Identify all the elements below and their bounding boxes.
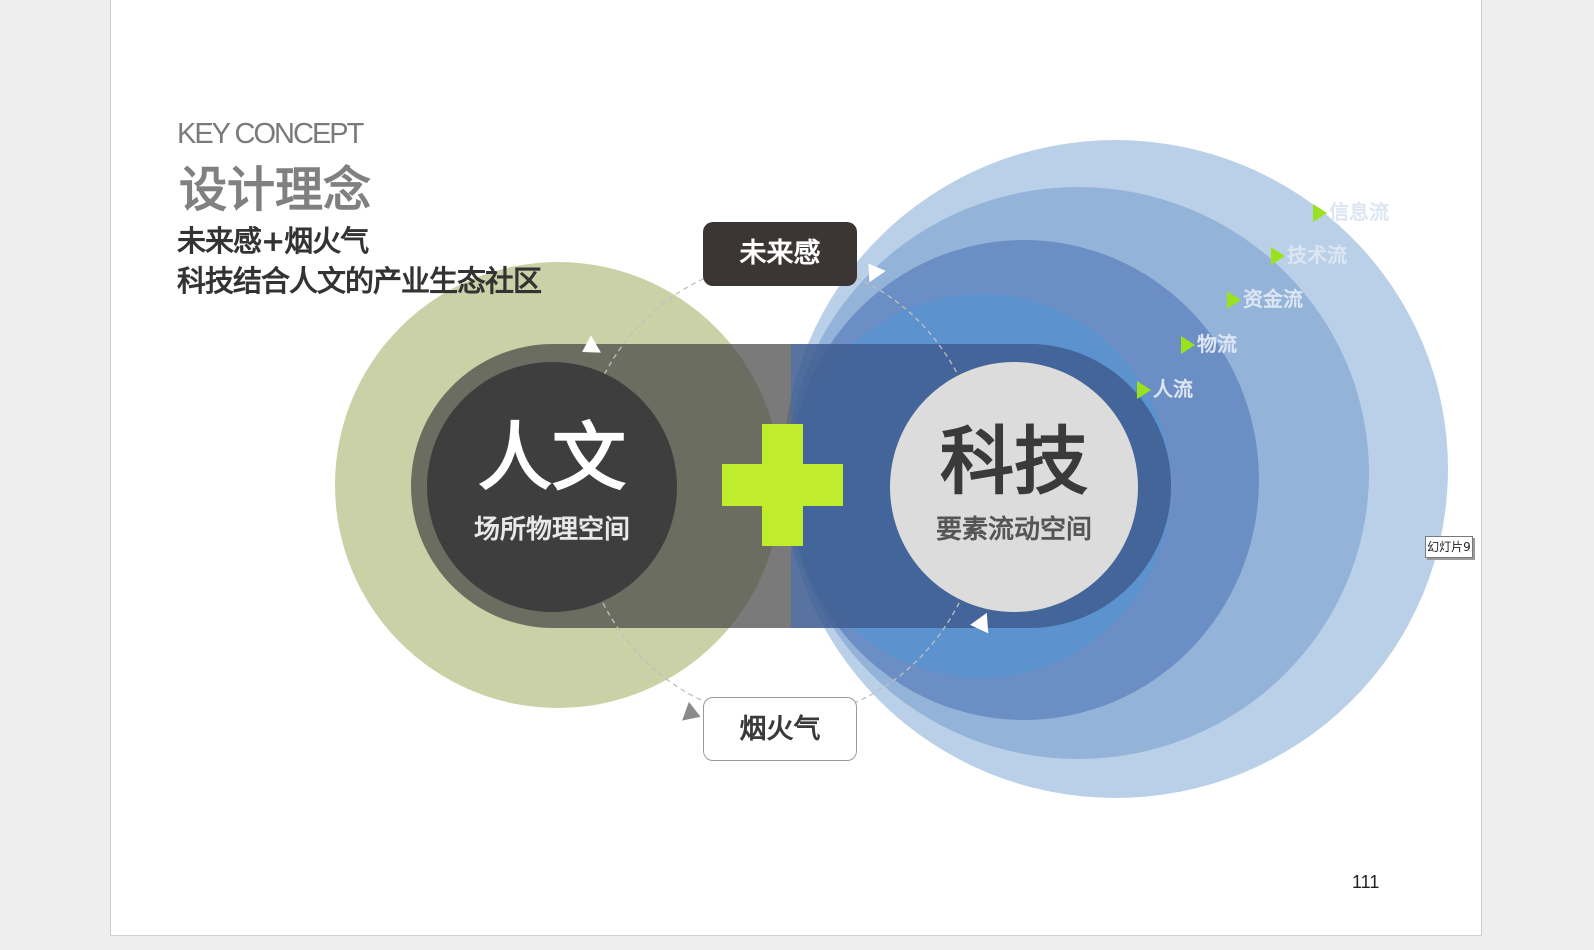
humanity-sublabel: 场所物理空间	[473, 515, 630, 545]
plus-icon	[722, 424, 843, 546]
flow-info: 信息流	[1313, 196, 1389, 225]
page-title: 设计理念	[179, 162, 372, 218]
humanity-label: 人文	[478, 415, 626, 501]
flow-logistics: 物流	[1181, 328, 1237, 357]
flow-people: 人流	[1137, 373, 1193, 402]
tech-label: 科技	[940, 419, 1088, 505]
humanity-inner-circle	[427, 362, 677, 612]
triangle-icon	[1313, 204, 1327, 222]
triangle-icon	[1227, 291, 1241, 309]
tech-inner-circle	[890, 362, 1138, 612]
tech-sublabel: 要素流动空间	[935, 515, 1092, 545]
subtitle-line-1: 未来感+烟火气	[177, 224, 369, 258]
key-concept-label: KEY CONCEPT	[177, 118, 364, 150]
triangle-icon	[1271, 247, 1285, 265]
triangle-icon	[1181, 336, 1195, 354]
flow-tech: 技术流	[1271, 239, 1347, 268]
slide-tooltip: 幻灯片9	[1425, 536, 1473, 558]
page-number: 111	[1352, 872, 1380, 892]
triangle-icon	[1137, 381, 1151, 399]
future-tag: 未来感	[703, 222, 857, 286]
firework-tag: 烟火气	[703, 697, 857, 761]
slide-canvas: 人文 场所物理空间 科技 要素流动空间 未来感 烟火气 信息流 技术流 资金流 …	[110, 0, 1482, 936]
subtitle-line-2: 科技结合人文的产业生态社区	[177, 264, 542, 298]
flow-capital: 资金流	[1227, 283, 1303, 312]
